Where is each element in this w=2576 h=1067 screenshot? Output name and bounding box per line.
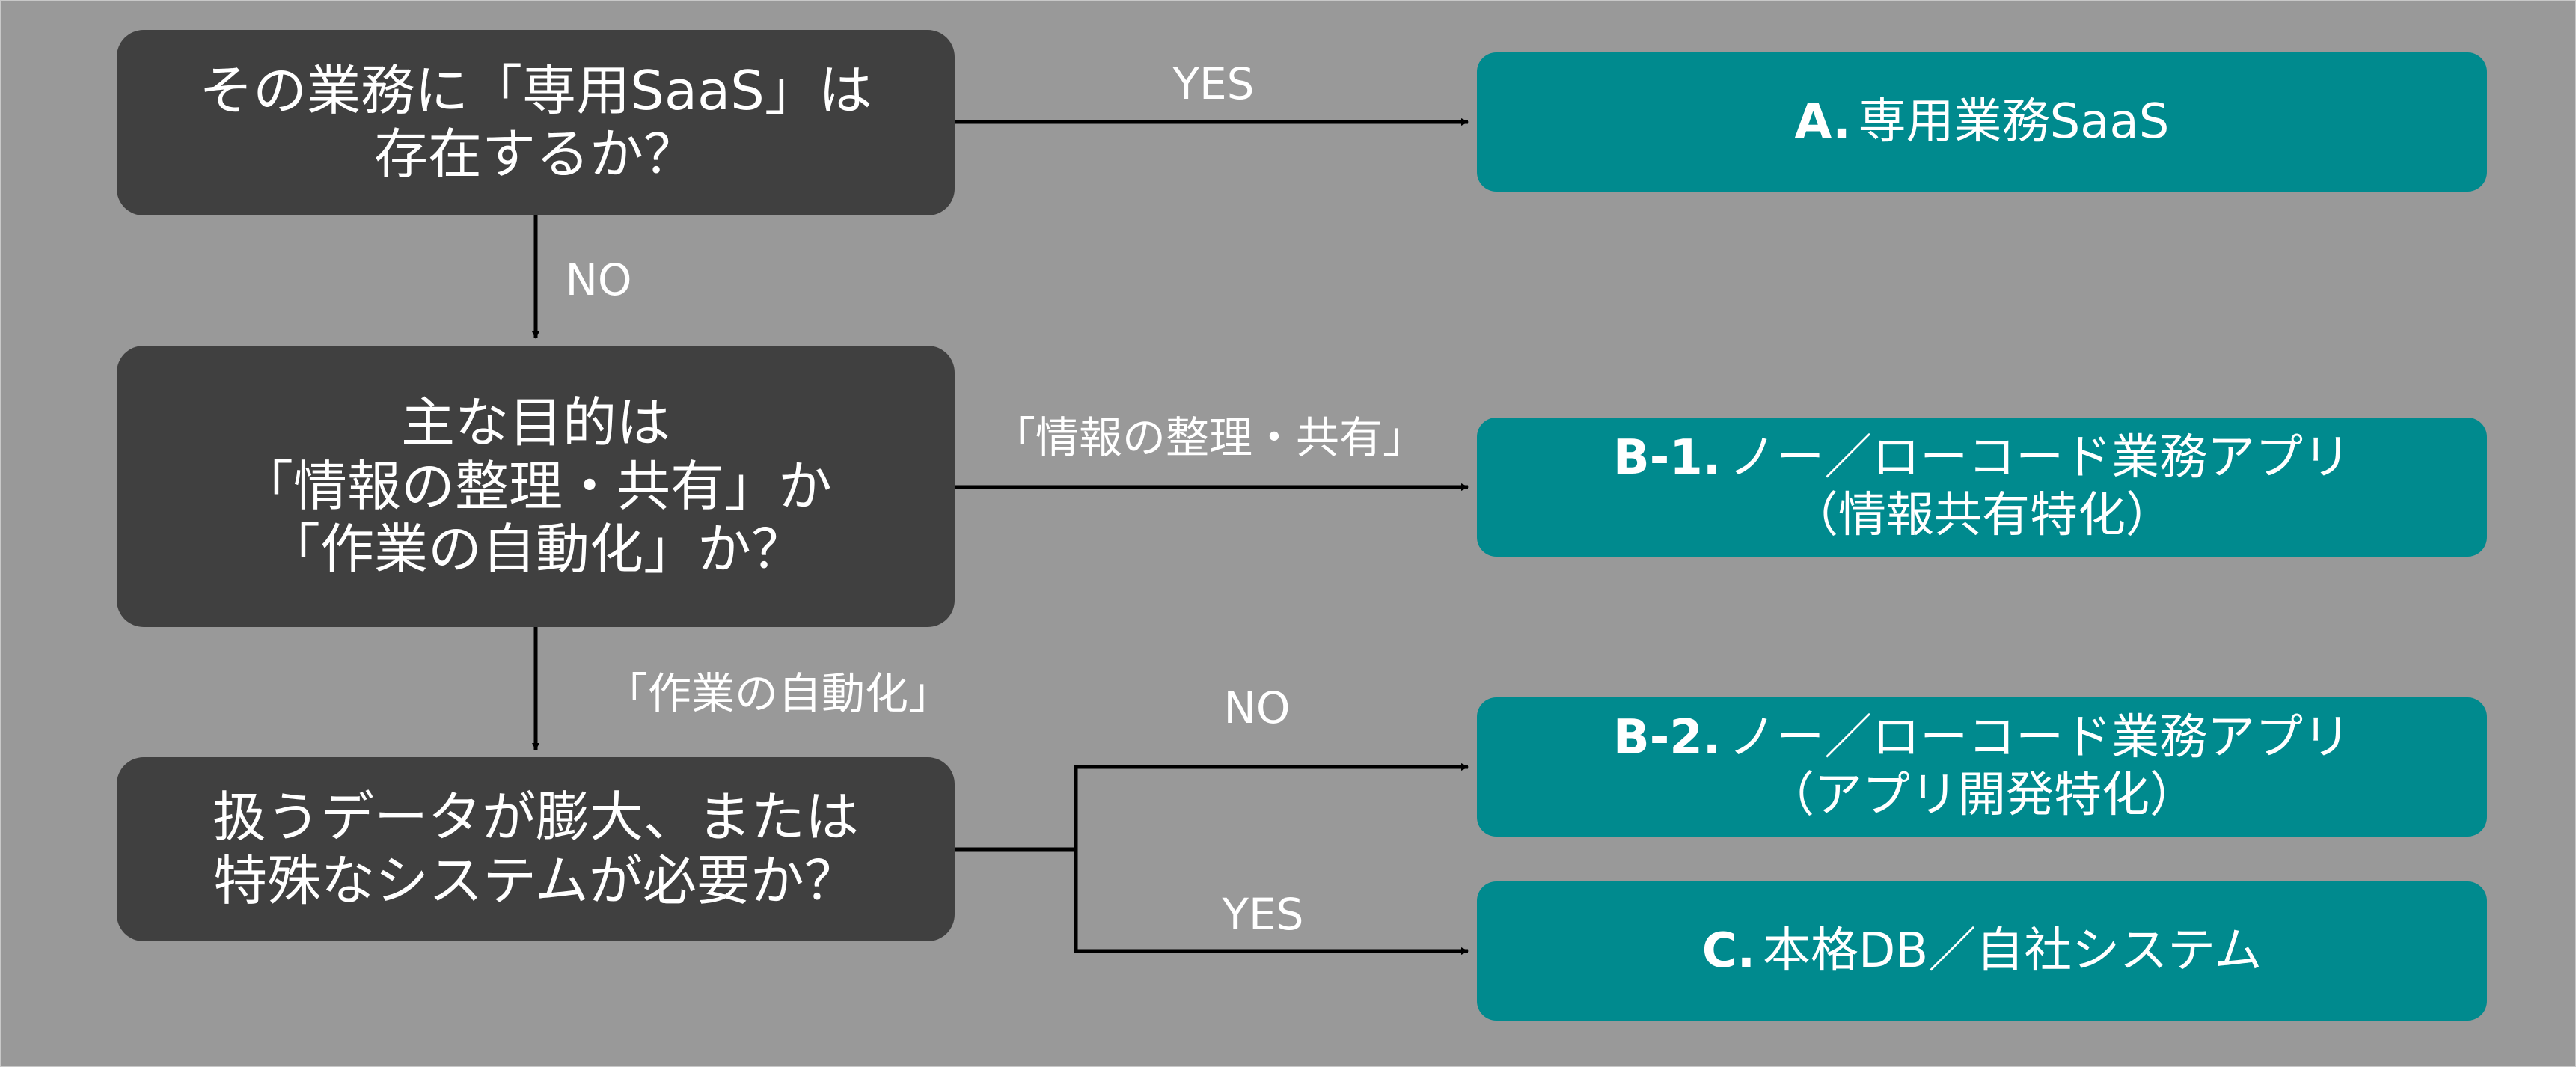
edge-label-q1-no: NO — [565, 254, 632, 305]
edge-label-q3-yes: YES — [1222, 889, 1304, 940]
result-b2-subtitle: （アプリ開発特化） — [1766, 768, 2197, 823]
result-a-id: A. — [1794, 94, 1851, 150]
edge-label-q2-auto: 「作業の自動化」 — [604, 668, 952, 719]
question-1-line-2: 存在するか？ — [373, 123, 697, 186]
result-a-title: A.専用業務SaaS — [1795, 94, 2170, 151]
question-2-line-3: 「作業の自動化」か？ — [266, 518, 805, 581]
result-b1-subtitle: （情報共有特化） — [1790, 488, 2173, 543]
question-box-3: 扱うデータが膨大、または 特殊なシステムが必要か？ — [117, 757, 955, 941]
question-box-1: その業務に「専用SaaS」は 存在するか？ — [117, 30, 955, 215]
result-box-a: A.専用業務SaaS — [1477, 52, 2487, 192]
edge-label-q3-no: NO — [1223, 682, 1291, 733]
result-b1-label: ノー／ローコード業務アプリ — [1728, 430, 2352, 486]
result-b2-label: ノー／ローコード業務アプリ — [1728, 710, 2352, 766]
result-c-label: 本格DB／自社システム — [1763, 923, 2263, 979]
edge-label-q1-yes: YES — [1172, 58, 1255, 109]
result-box-c: C.本格DB／自社システム — [1477, 881, 2487, 1021]
result-b1-id: B-1. — [1612, 430, 1722, 486]
result-b1-title: B-1.ノー／ローコード業務アプリ — [1613, 429, 2351, 487]
result-b2-id: B-2. — [1612, 710, 1722, 766]
result-a-label: 専用業務SaaS — [1858, 94, 2170, 150]
question-box-2: 主な目的は 「情報の整理・共有」か 「作業の自動化」か？ — [117, 346, 955, 627]
question-1-line-1: その業務に「専用SaaS」は — [199, 59, 872, 123]
question-2-line-1: 主な目的は — [400, 391, 670, 454]
edge-label-q2-info: 「情報の整理・共有」 — [991, 412, 1427, 463]
result-b2-title: B-2.ノー／ローコード業務アプリ — [1613, 709, 2351, 767]
question-2-line-2: 「情報の整理・共有」か — [239, 454, 832, 518]
result-box-b2: B-2.ノー／ローコード業務アプリ （アプリ開発特化） — [1477, 697, 2487, 837]
result-box-b1: B-1.ノー／ローコード業務アプリ （情報共有特化） — [1477, 418, 2487, 557]
question-3-line-2: 特殊なシステムが必要か？ — [213, 849, 858, 912]
question-3-line-1: 扱うデータが膨大、または — [212, 786, 859, 849]
result-c-title: C.本格DB／自社システム — [1702, 923, 2263, 980]
result-c-id: C. — [1701, 923, 1755, 979]
